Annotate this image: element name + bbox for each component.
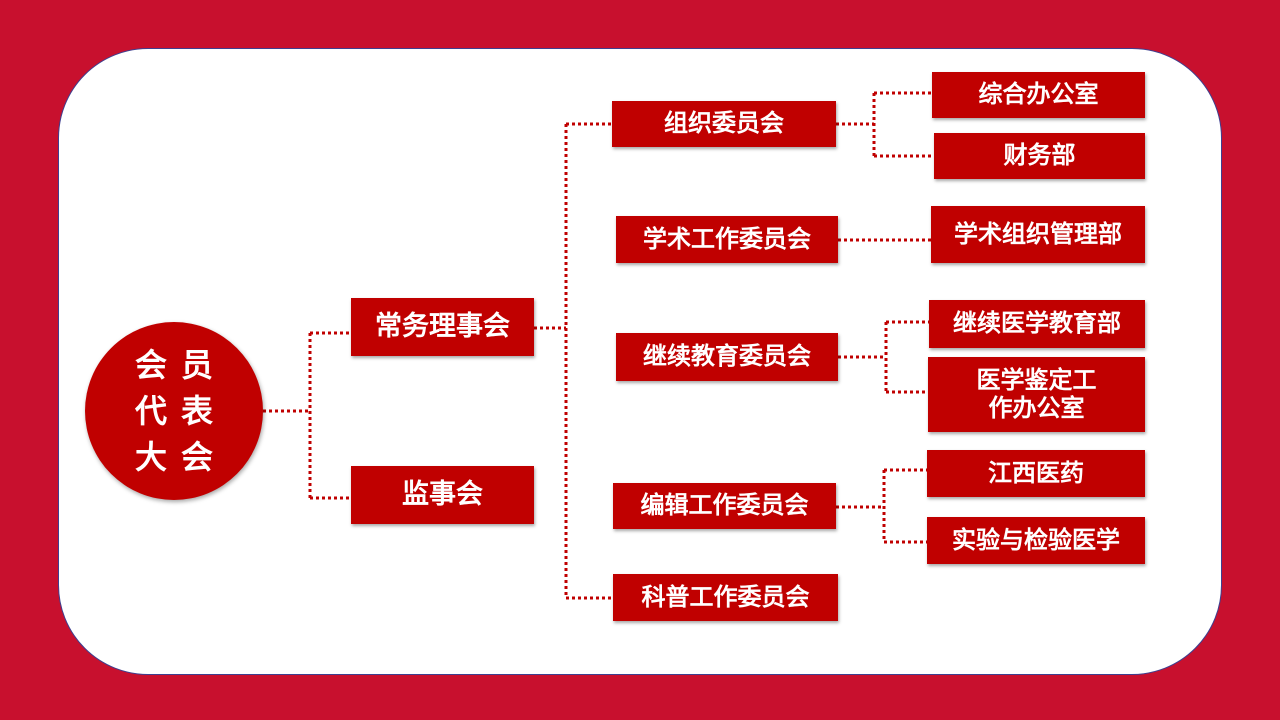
root-line-1: 会员 <box>134 346 227 384</box>
node-academic-org-dept: 学术组织管理部 <box>931 206 1145 263</box>
node-general-office: 综合办公室 <box>932 72 1145 118</box>
node-cme-dept: 继续医学教育部 <box>929 300 1145 348</box>
node-finance-dept: 财务部 <box>934 133 1145 179</box>
node-organization-committee: 组织委员会 <box>612 101 836 147</box>
node-editorial-committee: 编辑工作委员会 <box>613 483 836 529</box>
root-line-2: 代表 <box>134 392 227 430</box>
node-lab-medicine: 实验与检验医学 <box>927 517 1145 564</box>
node-medical-appraisal-office: 医学鉴定工作办公室 <box>928 357 1145 432</box>
node-academic-committee: 学术工作委员会 <box>616 216 838 263</box>
node-standing-council: 常务理事会 <box>351 298 534 356</box>
node-jiangxi-medicine: 江西医药 <box>927 450 1145 497</box>
node-popular-science-committee: 科普工作委员会 <box>613 574 838 621</box>
node-continuing-education-committee: 继续教育委员会 <box>616 333 838 381</box>
root-line-3: 大会 <box>134 438 227 476</box>
node-supervisory-board: 监事会 <box>351 466 534 524</box>
root-node-member-congress: 会员 代表 大会 <box>85 322 263 500</box>
